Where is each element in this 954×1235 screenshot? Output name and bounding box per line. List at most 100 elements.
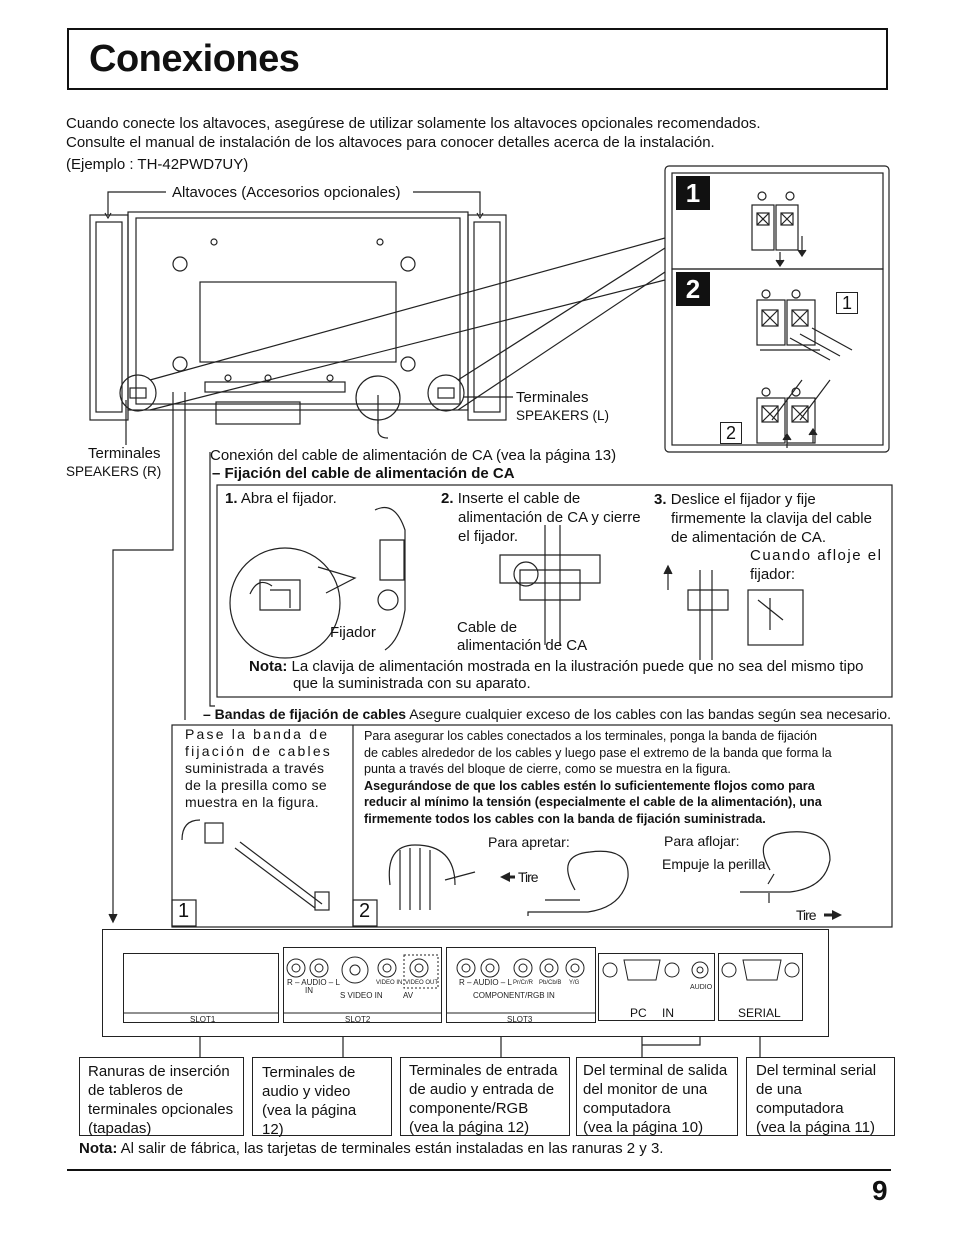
caption-line: terminales opcionales: [88, 1101, 234, 1118]
loosen-label: Para aflojar:: [664, 833, 740, 849]
ac-step-2-num: 2.: [441, 490, 454, 507]
video-in-label: VIDEO IN: [376, 980, 403, 986]
speaker-substep-1: 1: [836, 292, 858, 314]
speaker-substep-2: 2: [720, 422, 742, 444]
caption-slots: Ranuras de inserción de tableros de term…: [79, 1057, 244, 1137]
title-box: Conexiones: [67, 28, 888, 90]
tighten-label: Para apretar:: [488, 834, 570, 850]
pull-label-2: Tire: [796, 907, 817, 923]
video-out-label: VIDEO OUT: [405, 980, 439, 986]
ac-step-2-line-2: alimentación de CA y cierre: [458, 509, 641, 526]
pull-label-1: Tire: [518, 869, 539, 885]
caption-line: (tapadas): [88, 1120, 152, 1137]
bands-right-bold: Asegurándose de que los cables estén lo …: [364, 778, 815, 793]
ac-step-2-line-3: el fijador.: [458, 528, 519, 545]
in-label: IN: [662, 1006, 674, 1020]
caption-line: Ranuras de inserción: [88, 1063, 230, 1080]
bands-right-bold: firmemente todos los cables con la banda…: [364, 811, 766, 826]
ac-step-3: 3. Deslice el fijador y fije firmemente …: [654, 490, 872, 547]
terminals-r-title: Terminales: [88, 445, 161, 462]
intro-line-2: Consulte el manual de instalación de los…: [66, 134, 715, 151]
terminals-l-sub: SPEAKERS (L): [516, 408, 610, 423]
band-step-1: 1: [178, 900, 190, 922]
caption-pc: Del terminal de salida del monitor de un…: [576, 1057, 738, 1136]
caption-component: Terminales de entrada de audio y entrada…: [400, 1057, 570, 1136]
example-model: (Ejemplo : TH-42PWD7UY): [66, 156, 249, 173]
caption-line: Del terminal serial: [756, 1062, 877, 1079]
ac-step-3-line-3: de alimentación de CA.: [671, 529, 827, 546]
caption-line: de audio y entrada de: [409, 1081, 555, 1098]
ac-fixing-title: – Fijación del cable de alimentación de …: [212, 465, 515, 482]
bands-header: – Bandas de fijación de cables Asegure c…: [203, 706, 891, 723]
caption-line: de una: [756, 1081, 802, 1098]
note-2: Nota: Al salir de fábrica, las tarjetas …: [79, 1139, 663, 1158]
caption-line: Terminales de entrada: [409, 1062, 558, 1079]
pb-label: Pb/Cb/B: [539, 980, 562, 986]
caption-line: (vea la página 12): [262, 1102, 357, 1138]
slot3-audio-label: R – AUDIO – L: [459, 978, 512, 987]
bands-left-line: suministrada a través: [185, 760, 325, 776]
caption-line: audio y video: [262, 1083, 351, 1100]
speakers-label: Altavoces (Accesorios opcionales): [172, 184, 401, 201]
note-1-line-1: La clavija de alimentación mostrada en l…: [291, 658, 864, 675]
pc-label: PC: [630, 1006, 647, 1020]
loosen-fixer-line-1: Cuando afloje el: [750, 547, 883, 564]
ac-step-3-num: 3.: [654, 491, 667, 508]
caption-serial: Del terminal serial de una computadora (…: [746, 1057, 895, 1136]
ac-step-3-line-2: firmemente la clavija del cable: [671, 510, 872, 527]
slot1-cover: [123, 953, 279, 1023]
caption-line: Del terminal de salida: [583, 1062, 728, 1079]
bands-right-line: punta a través del bloque de cierre, com…: [364, 762, 731, 776]
bands-left-line: de la presilla como se: [185, 777, 327, 793]
note-1: Nota: La clavija de alimentación mostrad…: [249, 657, 864, 676]
bands-left-line: muestra en la figura.: [185, 794, 319, 810]
slot2-in-label: IN: [305, 986, 313, 995]
intro-line-1: Cuando conecte los altavoces, asegúrese …: [66, 115, 761, 132]
ac-step-3-line-1: Deslice el fijador y fije: [670, 491, 816, 508]
audio-label: AUDIO: [690, 984, 713, 991]
ac-step-1: 1. Abra el fijador.: [225, 489, 337, 508]
push-knob-label: Empuje la perilla: [662, 856, 766, 872]
ac-step-2-line-1: Inserte el cable de: [457, 490, 581, 507]
pr-label: Pr/Cr/R: [513, 980, 533, 986]
fijador-label: Fijador: [330, 624, 376, 641]
caption-line: computadora: [756, 1100, 844, 1117]
bands-right-line: de cables alrededor de los cables y lueg…: [364, 745, 832, 760]
ac-connection-label: Conexión del cable de alimentación de CA…: [210, 447, 617, 464]
loosen-fixer-line-2: fijador:: [750, 566, 796, 583]
caption-line: Terminales de: [262, 1064, 356, 1081]
bands-desc: Asegure cualquier exceso de los cables c…: [409, 706, 891, 722]
note-2-text: Al salir de fábrica, las tarjetas de ter…: [120, 1140, 664, 1157]
slot3-label: SLOT3: [507, 1015, 533, 1024]
terminals-r-sub: SPEAKERS (R): [66, 464, 162, 479]
caption-line: (vea la página 12): [409, 1119, 530, 1136]
page-title: Conexiones: [89, 38, 300, 80]
serial-label: SERIAL: [738, 1006, 781, 1020]
svideo-label: S VIDEO IN: [340, 991, 383, 1000]
cable-label-line-1: Cable de: [457, 619, 518, 636]
bands-title: – Bandas de fijación de cables: [203, 706, 407, 722]
yg-label: Y/G: [569, 980, 580, 986]
bands-left-line: Pase la banda de: [185, 726, 330, 742]
note-1-line-2: que la suministrada con su aparato.: [293, 675, 531, 692]
slot2-label: SLOT2: [345, 1015, 371, 1024]
slot1-label: SLOT1: [190, 1015, 216, 1024]
ac-step-1-text: Abra el fijador.: [240, 490, 337, 507]
footer-rule: [67, 1169, 891, 1171]
page-number: 9: [872, 1175, 888, 1206]
speaker-step-1: 1: [676, 176, 710, 210]
bands-right-bold: reducir al mínimo la tensión (especialme…: [364, 795, 822, 809]
caption-line: computadora: [583, 1100, 671, 1117]
component-label: COMPONENT/RGB IN: [473, 991, 555, 1000]
av-label: AV: [403, 991, 414, 1000]
caption-line: (vea la página 10): [583, 1119, 704, 1136]
slot2-audio-label: R – AUDIO – L: [287, 978, 340, 987]
note-1-label: Nota:: [249, 658, 288, 675]
bands-right-line: Para asegurar los cables conectados a lo…: [364, 729, 817, 743]
bands-left-line: fijación de cables: [185, 743, 332, 759]
ac-step-1-num: 1.: [225, 490, 238, 507]
cable-label-line-2: alimentación de CA: [457, 637, 588, 654]
band-step-2: 2: [359, 900, 371, 922]
speaker-step-2: 2: [676, 272, 710, 306]
